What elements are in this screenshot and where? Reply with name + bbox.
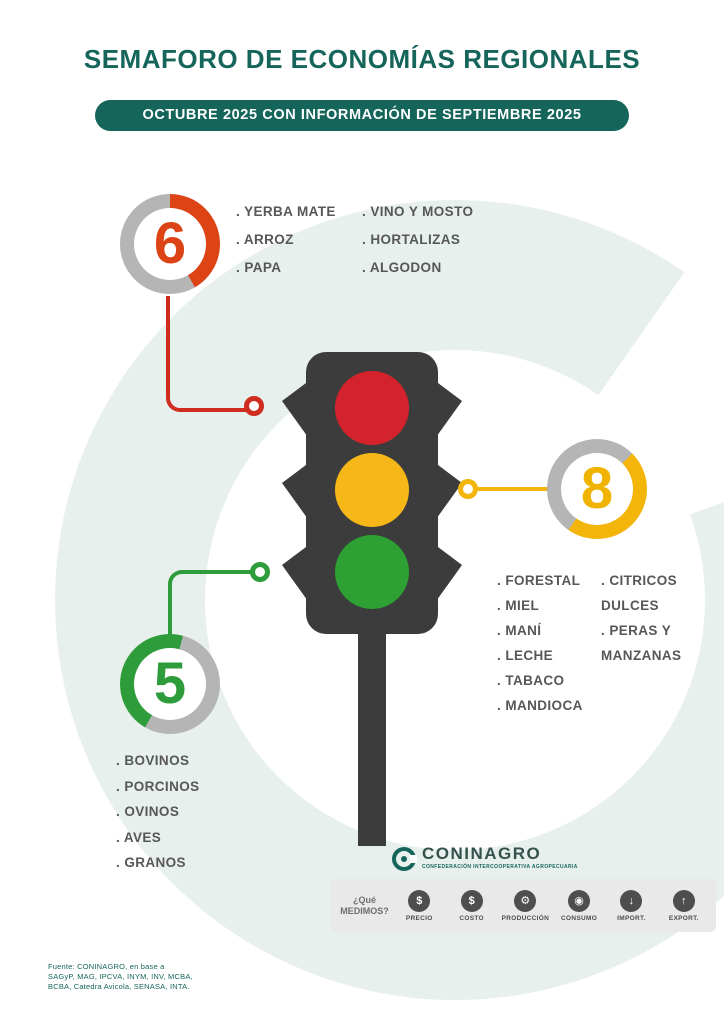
yellow-count-badge-inner: 8 — [561, 453, 633, 525]
measure-label: PRODUCCIÓN — [501, 914, 550, 922]
measures-question-line2: MEDIMOS? — [340, 905, 389, 916]
page-title: SEMAFORO DE ECONOMÍAS REGIONALES — [83, 44, 641, 74]
red-count: 6 — [153, 211, 187, 276]
production-icon: ⚙ — [514, 889, 537, 912]
measure-item-consumption: ◉ CONSUMO — [557, 889, 601, 922]
list-item: PAPA — [236, 254, 336, 282]
footer-line: Fuente: CONINAGRO, en base a — [48, 962, 165, 971]
measures-question: ¿Qué MEDIMOS? — [340, 895, 389, 917]
list-item: BOVINOS — [116, 748, 200, 774]
list-item: VINO Y MOSTO — [362, 198, 473, 226]
footer-line: BCBA, Catedra Avicola, SENASA, INTA. — [48, 982, 190, 991]
yellow-list-column-1: FORESTAL MIEL MANÍ LECHE TABACO MANDIOCA — [497, 568, 583, 718]
measure-item-price: $ PRECIO — [397, 889, 441, 922]
red-connector-line — [166, 296, 250, 412]
green-list-column-1: BOVINOS PORCINOS OVINOS AVES GRANOS — [116, 748, 200, 876]
price-icon: $ — [408, 889, 431, 912]
logo-name: CONINAGRO — [422, 844, 542, 863]
yellow-connector-line — [478, 487, 548, 491]
red-count-badge: 6 — [120, 194, 220, 294]
red-light — [335, 371, 409, 445]
yellow-connector-dot — [458, 479, 478, 499]
footer-source: Fuente: CONINAGRO, en base a SAGyP, MAG,… — [48, 962, 193, 992]
green-count: 5 — [153, 651, 187, 716]
measure-label: IMPORT. — [617, 914, 646, 922]
list-item: TABACO — [497, 668, 583, 693]
list-item: GRANOS — [116, 850, 200, 876]
yellow-light — [335, 453, 409, 527]
yellow-count-badge: 8 — [547, 439, 647, 539]
measure-item-import: ↓ IMPORT. — [609, 889, 653, 922]
green-connector-line — [168, 570, 256, 640]
red-count-badge-inner: 6 — [134, 208, 206, 280]
measures-question-line1: ¿Qué — [353, 894, 377, 905]
yellow-list-column-2: CITRICOS DULCES PERAS Y MANZANAS — [601, 568, 707, 668]
list-item: HORTALIZAS — [362, 226, 473, 254]
measure-label: COSTO — [459, 914, 484, 922]
visor-right-bottom — [434, 544, 462, 604]
coninagro-c-icon — [392, 847, 417, 871]
list-item: ARROZ — [236, 226, 336, 254]
export-icon: ↑ — [672, 889, 695, 912]
list-item: MIEL — [497, 593, 583, 618]
list-item: OVINOS — [116, 799, 200, 825]
list-item: MANÍ — [497, 618, 583, 643]
measures-panel: ¿Qué MEDIMOS? $ PRECIO $ COSTO ⚙ PRODUCC… — [330, 879, 716, 932]
list-item: ALGODON — [362, 254, 473, 282]
logo-text: CONINAGRO CONFEDERACIÓN INTERCOOPERATIVA… — [422, 844, 578, 871]
green-count-badge-inner: 5 — [134, 648, 206, 720]
list-item: LECHE — [497, 643, 583, 668]
list-item: FORESTAL — [497, 568, 583, 593]
period-banner: OCTUBRE 2025 CON INFORMACIÓN DE SEPTIEMB… — [95, 100, 629, 131]
logo-c-core — [401, 856, 407, 862]
consumption-icon: ◉ — [568, 889, 591, 912]
yellow-count: 8 — [580, 456, 614, 521]
measure-label: EXPORT. — [668, 914, 699, 922]
measure-label: CONSUMO — [561, 914, 598, 922]
measure-label: PRECIO — [405, 914, 433, 922]
list-item: AVES — [116, 825, 200, 851]
list-item: YERBA MATE — [236, 198, 336, 226]
visor-right-top — [434, 380, 462, 440]
red-list-column-1: YERBA MATE ARROZ PAPA — [236, 198, 336, 282]
import-icon: ↓ — [620, 889, 643, 912]
list-item: MANDIOCA — [497, 693, 583, 718]
traffic-light-pole — [358, 634, 386, 846]
measure-item-production: ⚙ PRODUCCIÓN — [501, 889, 550, 922]
list-item: PERAS Y MANZANAS — [601, 618, 707, 668]
red-list-column-2: VINO Y MOSTO HORTALIZAS ALGODON — [362, 198, 473, 282]
cost-icon: $ — [460, 889, 483, 912]
footer-line: SAGyP, MAG, IPCVA, INYM, INV, MCBA, — [48, 972, 193, 981]
measure-item-cost: $ COSTO — [449, 889, 493, 922]
logo-c-notch — [410, 855, 417, 863]
list-item: CITRICOS DULCES — [601, 568, 707, 618]
green-count-badge: 5 — [120, 634, 220, 734]
green-light — [335, 535, 409, 609]
traffic-light — [280, 352, 464, 850]
red-connector-dot — [244, 396, 264, 416]
coninagro-logo: CONINAGRO CONFEDERACIÓN INTERCOOPERATIVA… — [392, 845, 578, 871]
list-item: PORCINOS — [116, 774, 200, 800]
green-connector-dot — [250, 562, 270, 582]
traffic-light-body — [306, 352, 438, 634]
logo-tagline: CONFEDERACIÓN INTERCOOPERATIVA AGROPECUA… — [422, 864, 578, 870]
measure-item-export: ↑ EXPORT. — [662, 889, 706, 922]
